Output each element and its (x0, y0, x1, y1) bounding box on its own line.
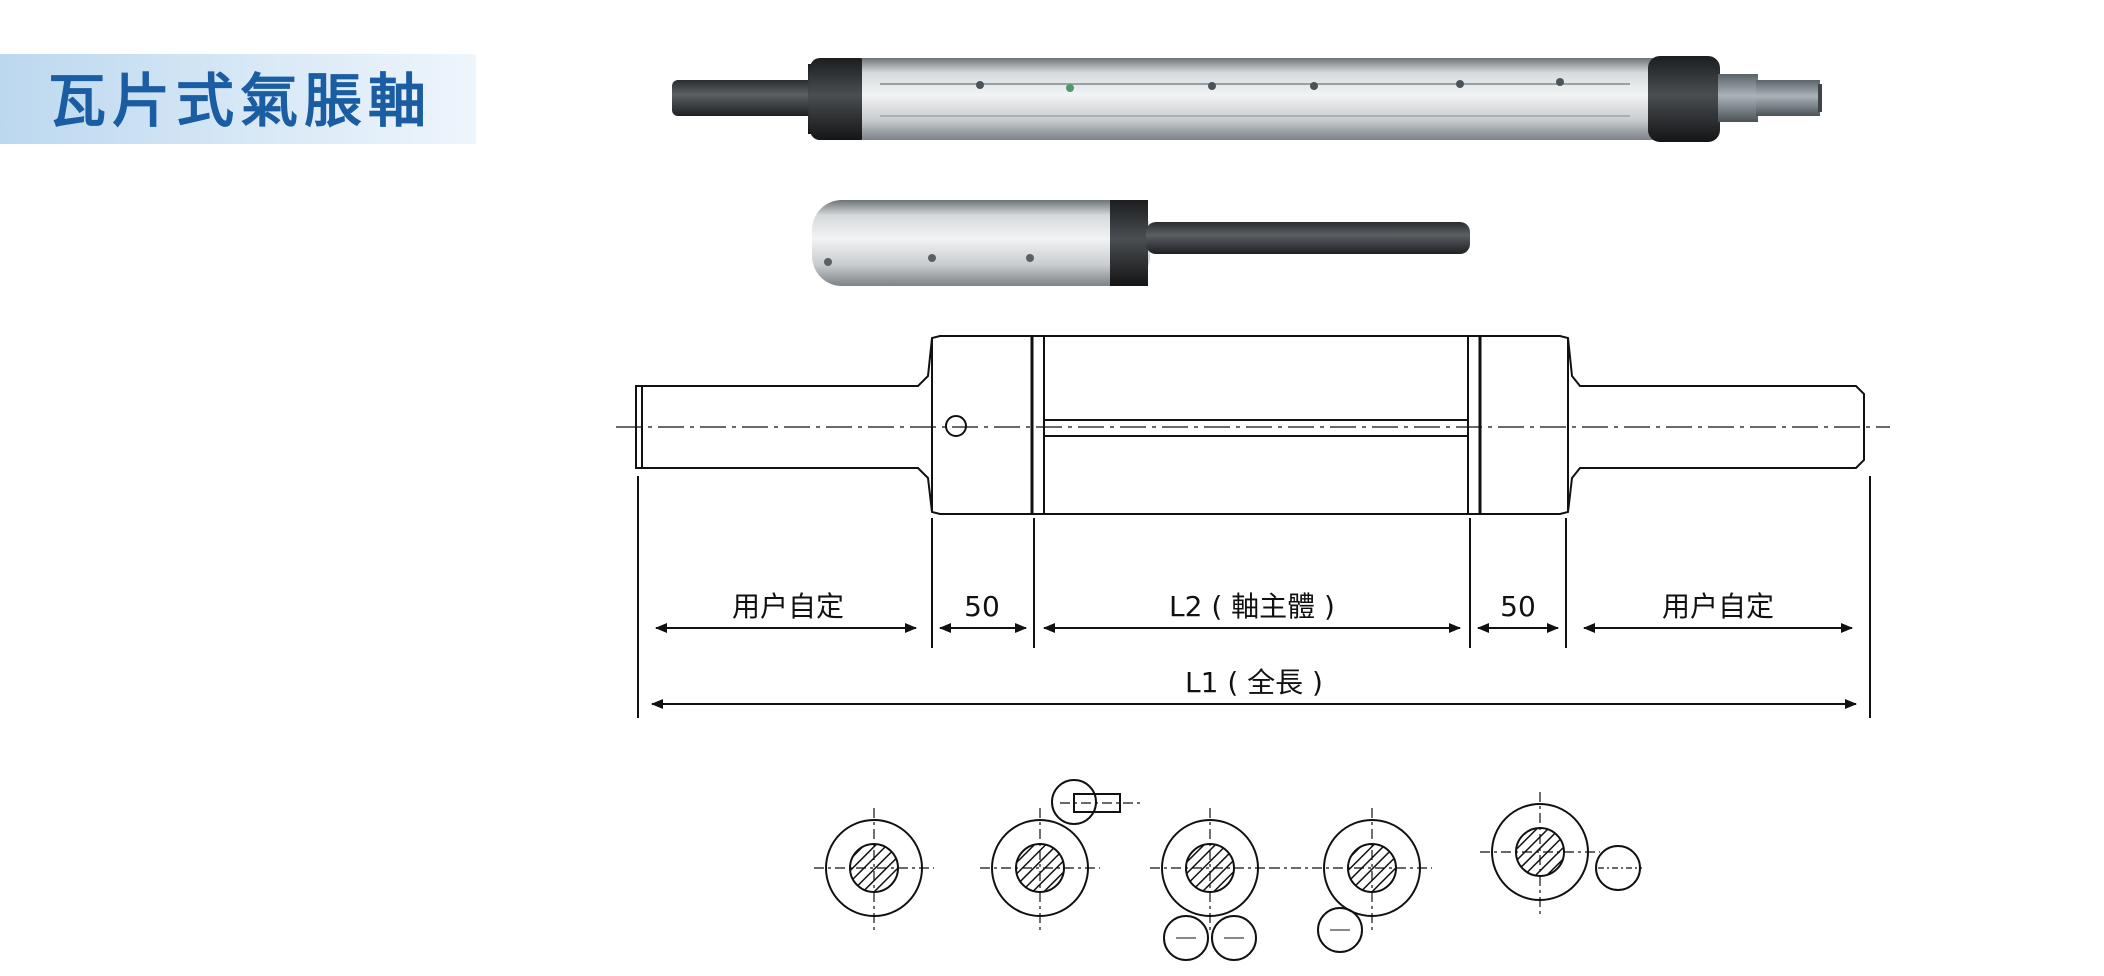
dim-label-right-gap: 50 (1500, 590, 1536, 623)
page-title: 瓦片式氣脹軸 (48, 67, 433, 135)
cross-section-4 (1270, 808, 1432, 953)
shaft-technical-drawing (616, 335, 1890, 718)
air-shaft-photo-short (812, 200, 1470, 286)
dim-label-left-gap: 50 (964, 590, 1000, 623)
cross-section-3 (1150, 808, 1270, 961)
dimension-labels: 用户自定 50 L2 ( 軸主體 ) 50 用户自定 L1 ( 全長 ) (732, 590, 1774, 699)
cross-section-2 (980, 779, 1140, 930)
cross-section-1 (814, 808, 934, 930)
dim-label-main-body: L2 ( 軸主體 ) (1169, 590, 1335, 623)
cross-section-configurations (814, 779, 1642, 961)
dim-label-right-user: 用户自定 (1662, 590, 1774, 623)
dim-label-total: L1 ( 全長 ) (1185, 666, 1323, 699)
cross-section-5 (1480, 792, 1642, 914)
title-banner (0, 54, 476, 144)
dimension-lines (651, 623, 1857, 709)
air-shaft-photo-long (672, 56, 1822, 142)
dim-label-left-user: 用户自定 (732, 590, 844, 623)
